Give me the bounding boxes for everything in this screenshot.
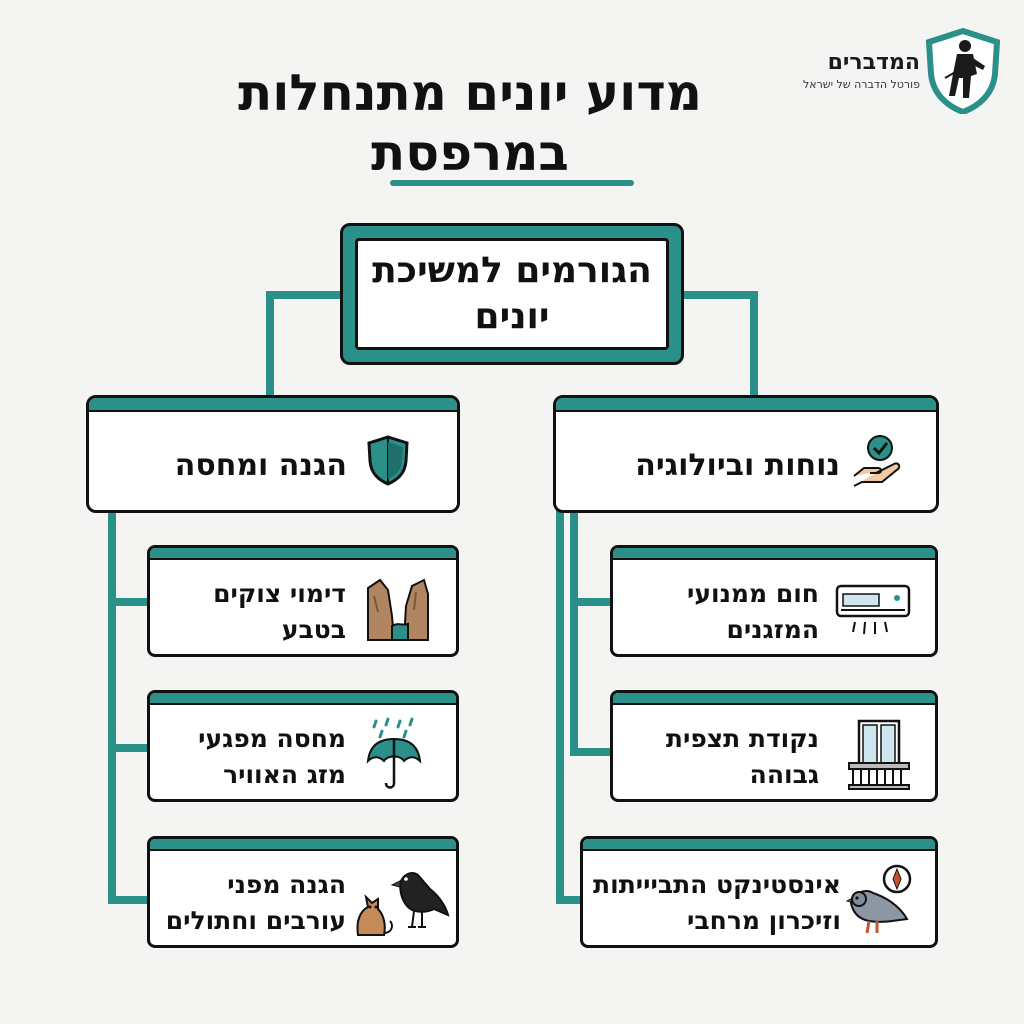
item-label: מחסה מפגעי מזג האוויר <box>198 724 346 789</box>
list-item-predator-protection: הגנה מפני עורבים וחתולים <box>147 836 459 948</box>
page-title-line-1: מדוע יונים מתנחלות <box>238 64 702 122</box>
connector-right-branch-2 <box>570 748 612 756</box>
logo-shield-icon <box>925 28 1001 114</box>
category-header-bar <box>89 398 457 412</box>
title-underline <box>390 180 634 186</box>
connector-left-trunk <box>108 510 116 904</box>
connector-root-left-h <box>266 291 342 299</box>
balcony-icon <box>848 719 910 790</box>
category-comfort-biology: נוחות וביולוגיה <box>553 395 939 513</box>
category-label: הגנה ומחסה <box>174 448 347 483</box>
umbrella-rain-icon <box>366 717 422 789</box>
connector-root-left-v <box>266 291 274 399</box>
crow-cat-icon <box>356 872 450 936</box>
item-label: אינסטינקט התביייתות וזיכרון מרחבי <box>593 870 841 935</box>
pigeon-compass-icon <box>845 864 912 934</box>
page-title-line-2: במרפסת <box>371 124 569 182</box>
item-label: חום ממנועי המזגנים <box>687 579 819 644</box>
category-protection-shelter: הגנה ומחסה <box>86 395 460 513</box>
connector-right-branch-1 <box>570 598 612 606</box>
item-header-bar <box>583 839 935 851</box>
list-item-high-lookout: נקודת תצפית גבוהה <box>610 690 938 802</box>
connector-left-branch-1 <box>108 598 150 606</box>
item-header-bar <box>150 548 456 560</box>
connector-root-right-v <box>750 291 758 399</box>
hand-checkmark-icon <box>853 435 901 487</box>
list-item-ac-heat: חום ממנועי המזגנים <box>610 545 938 657</box>
item-label: הגנה מפני עורבים וחתולים <box>165 870 346 935</box>
connector-left-branch-2 <box>108 744 150 752</box>
category-label: נוחות וביולוגיה <box>635 448 840 483</box>
cliffs-icon <box>367 578 429 641</box>
list-item-weather-shelter: מחסה מפגעי מזג האוויר <box>147 690 459 802</box>
connector-root-right-h <box>682 291 758 299</box>
logo-tagline: פורטל הדברה של ישראל <box>802 78 920 91</box>
connector-right-trunk-inner <box>570 510 578 756</box>
shield-icon <box>367 435 409 486</box>
item-header-bar <box>150 693 456 705</box>
list-item-homing-instinct: אינסטינקט התביייתות וזיכרון מרחבי <box>580 836 938 948</box>
logo-name: המדברים <box>827 50 920 75</box>
air-conditioner-icon <box>835 584 911 635</box>
connector-right-trunk-outer <box>556 510 564 904</box>
category-header-bar <box>556 398 936 412</box>
root-node: הגורמים למשיכת יונים <box>340 223 684 365</box>
root-label: הגורמים למשיכת יונים <box>355 238 669 350</box>
item-header-bar <box>613 693 935 705</box>
item-header-bar <box>613 548 935 560</box>
item-label: נקודת תצפית גבוהה <box>665 724 819 789</box>
list-item-cliff-imitation: דימוי צוקים בטבע <box>147 545 459 657</box>
item-label: דימוי צוקים בטבע <box>213 579 346 644</box>
connector-right-branch-3 <box>556 896 582 904</box>
item-header-bar <box>150 839 456 851</box>
connector-left-branch-3 <box>108 896 150 904</box>
